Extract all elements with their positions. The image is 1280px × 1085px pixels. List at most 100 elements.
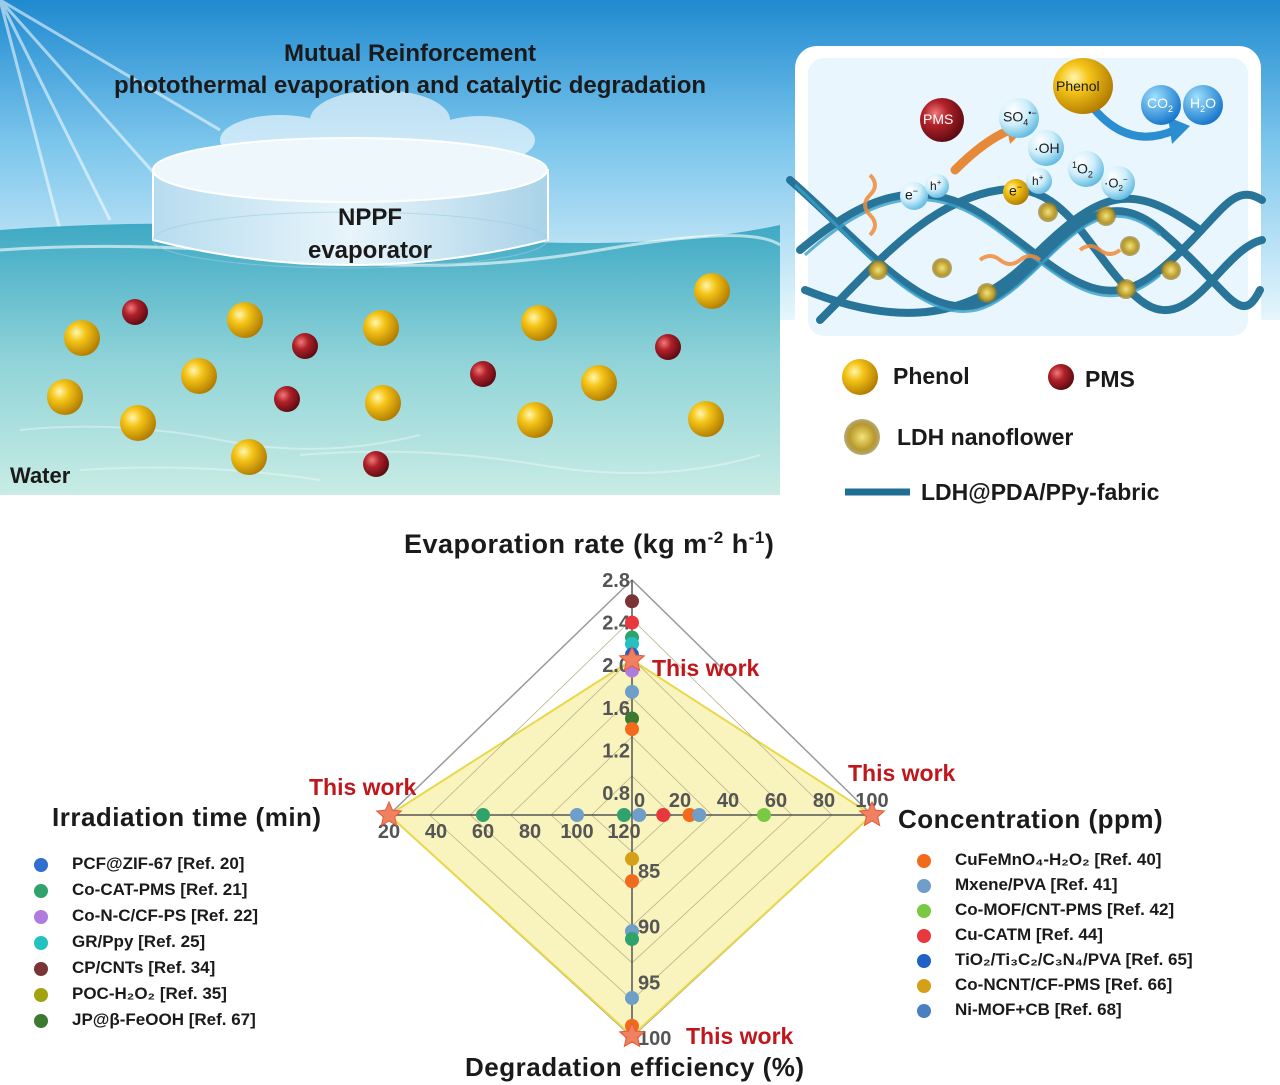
- hole-label-2: h+: [1032, 173, 1044, 188]
- legend-right-marker: [917, 904, 931, 918]
- this-work-star-top: [618, 645, 646, 672]
- phenol-molecule: [365, 385, 401, 421]
- axis-title-bottom: Degradation efficiency (%): [465, 1052, 805, 1082]
- tick-label-evaporation: 0.8: [602, 783, 630, 805]
- phenol-molecule: [694, 273, 730, 309]
- legend-left-name: JP@β-FeOOH: [72, 1010, 189, 1029]
- tick-label-irradiation: 40: [425, 821, 447, 843]
- this-work-label-left: This work: [309, 774, 417, 800]
- legend-right-entry: TiO₂/Ti₃C₂/C₃N₄/PVA [Ref. 65]: [955, 950, 1193, 970]
- legend-left-name: CP/CNTs: [72, 958, 149, 977]
- data-point: [625, 932, 639, 947]
- legend-right-name: Co-MOF/CNT-PMS: [955, 900, 1108, 919]
- phenol-molecule: [231, 439, 267, 475]
- scene-title-line2: photothermal evaporation and catalytic d…: [113, 72, 707, 99]
- legend-right-entry: Co-NCNT/CF-PMS [Ref. 66]: [955, 975, 1172, 995]
- legend-right-name: Ni-MOF+CB: [955, 1000, 1055, 1019]
- legend-left-name: PCF@ZIF-67: [72, 854, 178, 873]
- tick-label-center: 0: [634, 790, 645, 812]
- data-point: [757, 808, 771, 822]
- legend-left-marker: [34, 858, 48, 872]
- data-point: [625, 684, 639, 699]
- phenol-molecule: [581, 365, 617, 401]
- legend-right-ref: [Ref. 66]: [1105, 975, 1173, 994]
- electron-label-1: e−: [905, 186, 919, 203]
- legend-left-name: GR/Ppy: [72, 932, 139, 951]
- legend-right-name: Mxene/PVA: [955, 875, 1051, 894]
- tick-label-irradiation: 80: [519, 821, 541, 843]
- tick-label-degradation: 100: [638, 1028, 671, 1050]
- data-point: [625, 851, 639, 866]
- tick-label-evaporation: 1.2: [602, 740, 630, 762]
- legend-left-ref: [Ref. 21]: [180, 880, 248, 899]
- legend-right-ref: [Ref. 40]: [1094, 850, 1162, 869]
- pms-molecule: [122, 299, 148, 325]
- h2o-label: H2O: [1190, 95, 1217, 114]
- legend-right-marker: [917, 854, 931, 868]
- tick-label-degradation: 90: [638, 917, 660, 939]
- legend-right-ref: [Ref. 44]: [1035, 925, 1103, 944]
- pms-bubble-label: PMS: [923, 111, 954, 127]
- co2-label: CO2: [1147, 95, 1174, 114]
- legend-right-entry: Mxene/PVA [Ref. 41]: [955, 875, 1118, 895]
- legend-right-entry: CuFeMnO₄-H₂O₂ [Ref. 40]: [955, 850, 1161, 870]
- legend-right-name: CuFeMnO₄-H₂O₂: [955, 850, 1095, 869]
- this-work-star-left: [375, 800, 403, 827]
- data-point: [476, 808, 490, 822]
- data-point: [625, 594, 639, 609]
- tick-label-degradation: 95: [638, 972, 660, 994]
- legend-right-marker: [917, 929, 931, 943]
- legend-right-entry: Ni-MOF+CB [Ref. 68]: [955, 1000, 1122, 1020]
- data-point: [692, 808, 707, 822]
- evaporator-disk: [152, 137, 549, 269]
- legend-left-marker: [34, 936, 48, 950]
- legend-right-name: Cu-CATM: [955, 925, 1036, 944]
- tick-label-evaporation: 2.4: [602, 613, 631, 635]
- legend-left-ref: [Ref. 67]: [188, 1010, 256, 1029]
- data-point: [625, 636, 639, 651]
- legend-phenol-label: Phenol: [893, 363, 970, 389]
- legend-right-ref: [Ref. 65]: [1125, 950, 1193, 969]
- legend-left-marker: [34, 1014, 48, 1028]
- data-point: [570, 808, 584, 822]
- legend-left-name: Co-N-C/CF-PS: [72, 906, 191, 925]
- legend-left-entry: Co-CAT-PMS [Ref. 21]: [72, 880, 247, 900]
- evaporator-label-line1: NPPF: [337, 204, 402, 231]
- legend-right-marker: [917, 979, 931, 993]
- legend-right-entry: Co-MOF/CNT-PMS [Ref. 42]: [955, 900, 1174, 920]
- hydroxyl-radical-label: ·OH: [1034, 140, 1060, 156]
- data-point: [632, 808, 647, 822]
- legend-left-entry: CP/CNTs [Ref. 34]: [72, 958, 215, 978]
- phenol-molecule: [47, 379, 83, 415]
- this-work-label-right: This work: [848, 760, 956, 786]
- tick-label-evaporation: 2.8: [602, 570, 630, 592]
- tick-label-irradiation: 60: [472, 821, 494, 843]
- pms-molecule: [655, 334, 681, 360]
- legend-right-ref: [Ref. 42]: [1107, 900, 1175, 919]
- legend-right-name: TiO₂/Ti₃C₂/C₃N₄/PVA: [955, 950, 1126, 969]
- legend-right-name: Co-NCNT/CF-PMS: [955, 975, 1106, 994]
- legend-left-entry: JP@β-FeOOH [Ref. 67]: [72, 1010, 256, 1030]
- sulfate-radical-label: SO4•−: [1003, 108, 1037, 128]
- phenol-molecule: [64, 320, 100, 356]
- legend-left-marker: [34, 962, 48, 976]
- tick-label-evaporation: 2.0: [602, 655, 630, 677]
- phenol-molecule: [181, 358, 217, 394]
- legend-left-entry: Co-N-C/CF-PS [Ref. 22]: [72, 906, 258, 926]
- legend-left-name: POC-H₂O₂: [72, 984, 160, 1003]
- phenol-molecule: [120, 405, 156, 441]
- data-point: [625, 874, 639, 889]
- scene-title-line1: Mutual Reinforcement: [283, 40, 537, 67]
- this-work-label-top: This work: [652, 655, 760, 681]
- this-work-star-right: [858, 800, 886, 827]
- legend-left-marker: [34, 988, 48, 1002]
- legend-left-ref: [Ref. 22]: [190, 906, 259, 925]
- legend-ldh-label: LDH nanoflower: [897, 424, 1074, 450]
- legend-right-ref: [Ref. 68]: [1054, 1000, 1122, 1019]
- this-work-star-bottom: [618, 1021, 646, 1048]
- data-point: [625, 711, 639, 726]
- legend-pms-label: PMS: [1085, 366, 1135, 392]
